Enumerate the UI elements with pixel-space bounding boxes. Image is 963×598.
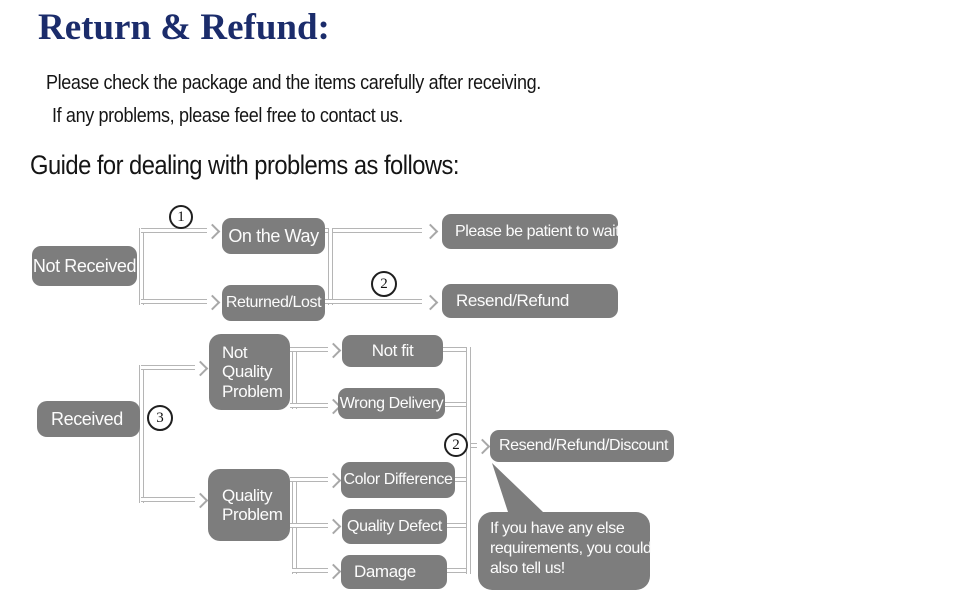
- step-number-2-top: 2: [371, 271, 397, 297]
- arrowhead-icon: [422, 223, 439, 240]
- arrowhead-icon: [204, 223, 221, 240]
- bubble-line-3: also tell us!: [490, 560, 565, 577]
- node-quality-defect: Quality Defect: [342, 509, 447, 544]
- connector-line: [445, 402, 466, 407]
- connector-line: [328, 228, 333, 305]
- connector-line: [447, 523, 466, 528]
- arrowhead-icon: [325, 563, 342, 580]
- intro-line-1: Please check the package and the items c…: [46, 72, 541, 94]
- connector-line: [290, 403, 328, 408]
- bubble-line-1: If you have any else: [490, 520, 625, 537]
- connector-line: [139, 228, 144, 305]
- arrowhead-icon: [192, 492, 209, 509]
- connector-line: [141, 497, 195, 502]
- step-number-1: 1: [169, 205, 193, 229]
- connector-line: [443, 347, 466, 352]
- connector-line: [325, 299, 422, 304]
- node-returned-lost: Returned/Lost: [222, 285, 325, 321]
- arrowhead-icon: [325, 342, 342, 359]
- node-not-quality-problem: Not Quality Problem: [209, 334, 290, 410]
- connector-line: [290, 477, 328, 482]
- node-resend-refund-discount: Resend/Refund/Discount: [490, 430, 674, 462]
- node-not-fit: Not fit: [342, 335, 443, 367]
- guide-heading: Guide for dealing with problems as follo…: [30, 150, 459, 180]
- intro-line-2: If any problems, please feel free to con…: [52, 105, 403, 127]
- arrowhead-icon: [325, 518, 342, 535]
- connector-line: [292, 568, 328, 573]
- node-not-received: Not Received: [32, 246, 137, 286]
- speech-bubble-tail: [492, 463, 543, 512]
- bubble-line-2: requirements, you could: [490, 540, 652, 557]
- connector-line: [325, 228, 422, 233]
- connector-line: [141, 228, 207, 233]
- page-title: Return & Refund:: [38, 7, 330, 48]
- step-number-3: 3: [147, 405, 173, 431]
- connector-line: [139, 365, 144, 503]
- arrowhead-icon: [204, 294, 221, 311]
- node-resend-refund: Resend/Refund: [442, 284, 618, 318]
- connector-line: [290, 523, 328, 528]
- connector-line: [141, 365, 195, 370]
- step-number-2-bottom: 2: [444, 433, 468, 457]
- node-color-difference: Color Difference: [341, 462, 455, 498]
- connector-line: [141, 299, 207, 304]
- node-received: Received: [37, 401, 140, 437]
- connector-line: [447, 568, 466, 573]
- node-damage: Damage: [341, 555, 447, 589]
- arrowhead-icon: [325, 472, 342, 489]
- speech-bubble: If you have any else requirements, you c…: [478, 512, 652, 590]
- node-please-be-patient: Please be patient to wait: [442, 214, 620, 249]
- node-quality-problem: Quality Problem: [208, 469, 290, 541]
- connector-line: [292, 347, 297, 409]
- connector-line: [466, 347, 471, 574]
- node-wrong-delivery: Wrong Delivery: [338, 388, 445, 419]
- node-on-the-way: On the Way: [222, 218, 325, 254]
- arrowhead-icon: [422, 294, 439, 311]
- connector-line: [455, 477, 466, 482]
- arrowhead-icon: [192, 360, 209, 377]
- connector-line: [290, 347, 328, 352]
- arrowhead-icon: [474, 438, 491, 455]
- connector-line: [471, 443, 477, 448]
